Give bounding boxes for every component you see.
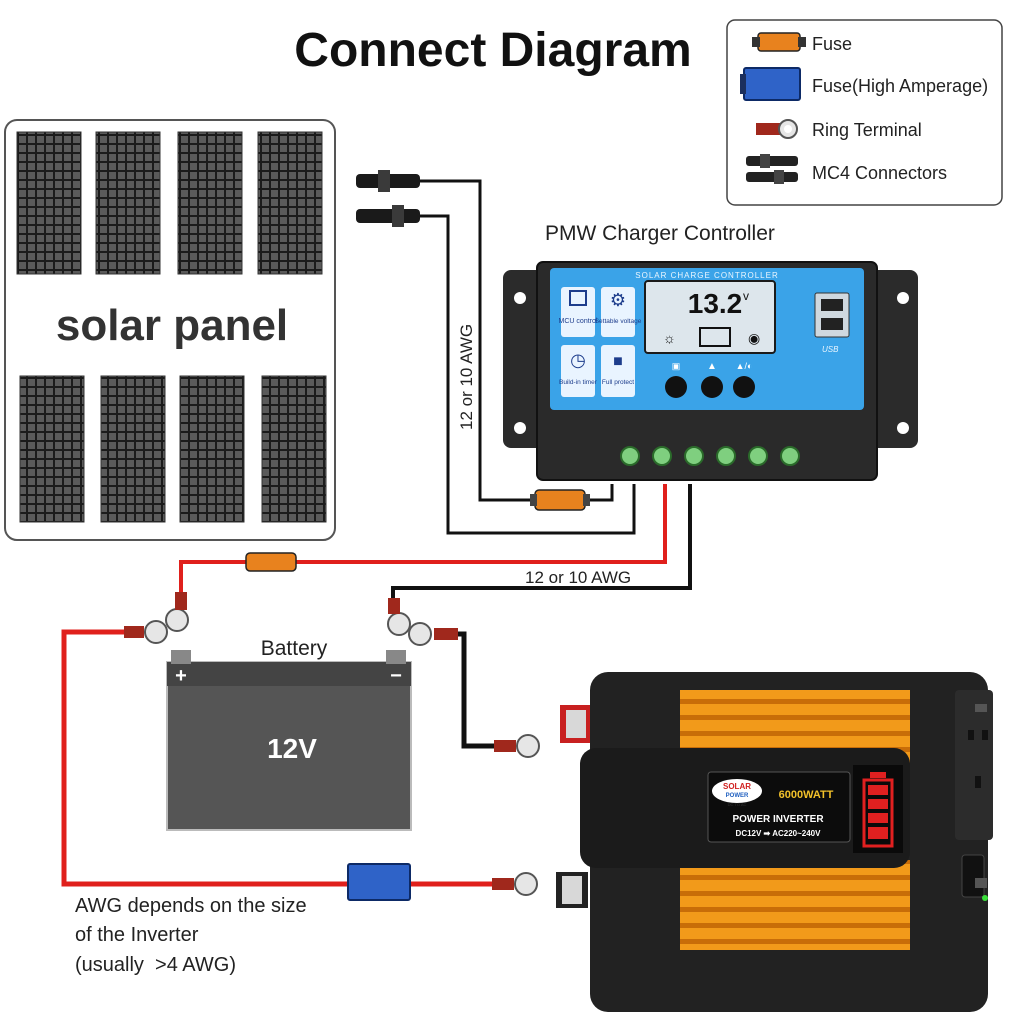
battery-voltage: 12V [267,733,317,764]
gear-icon: ⚙ [610,290,626,310]
feature-timer-label: Build-in timer [559,379,598,386]
feature-icons: ⚙ ◷ ■ MCU control Settable voltage Build… [559,287,642,397]
down-indicator-icon: ▲/◐ [736,361,753,371]
bulb-icon: ◉ [748,330,760,346]
usb-ports: USB [814,292,850,354]
panel-cells-top [16,131,323,275]
charge-controller: PMW Charger Controller SOLAR CHARGE CONT… [503,222,918,481]
legend-fuse-label: Fuse [812,34,852,54]
power-switch[interactable] [961,854,985,898]
inverter-spec: DC12V ➡ AC220~240V [736,829,822,838]
note-line-3: (usually >4 AWG) [75,954,236,976]
battery-label: Battery [261,637,328,660]
legend: Fuse Fuse(High Amperage) Ring Terminal M… [726,19,1003,206]
lcd-unit: v [743,289,749,303]
inverter-name: POWER INVERTER [732,814,824,825]
high-amperage-fuse [347,863,411,901]
inverter-brand-line2: POWER [726,793,749,799]
legend-high-fuse-label: Fuse(High Amperage) [812,76,988,96]
panel-fuse [530,489,590,511]
clock-icon: ◷ [570,350,586,370]
battery-line-fuse [245,552,297,572]
feature-protect-label: Full protect [602,379,634,386]
inverter-brand-line1: SOLAR [723,782,751,791]
inverter-wattage: 6000WATT [779,789,834,801]
controller-terminals [620,446,800,466]
fuse-icon [752,32,806,52]
usb-label: USB [822,345,839,354]
power-inverter: SOLAR POWER DC TO AC 6000WATT POWER INVE… [556,672,993,1012]
inverter-battery-indicator [853,765,903,853]
lcd-voltage: 13.2 [688,288,743,319]
battery-negative-symbol: − [390,665,402,687]
battery-level-icon [699,327,731,347]
inverter-power-switch [961,854,988,901]
sun-icon: ☼ [663,330,676,346]
menu-button[interactable] [665,376,687,398]
ring-terminals [124,592,540,896]
solar-panel: solar panel [4,119,336,541]
controller-header: SOLAR CHARGE CONTROLLER [635,271,778,280]
inverter-brand-line3: DC TO AC [728,802,747,807]
panel-controller-wires: 12 or 10 AWG [356,170,636,535]
inverter-label-plate: SOLAR POWER DC TO AC 6000WATT POWER INVE… [707,771,851,843]
mc4-connector-top [356,170,420,192]
down-button[interactable] [733,376,755,398]
diagram-title: Connect Diagram [294,24,691,77]
ring-terminal-icon [756,119,798,139]
feature-mcu-label: MCU control [559,318,598,325]
note-line-1: AWG depends on the size [75,895,307,917]
controller-title: PMW Charger Controller [545,222,775,245]
high-amperage-fuse-icon [740,67,801,101]
mc4-connector-icon [746,154,798,184]
inverter-ac-outlet [955,690,993,840]
battery: Battery + − 12V [166,637,412,831]
legend-ring-terminal-label: Ring Terminal [812,120,922,140]
up-indicator-icon: ▲ [707,361,717,372]
panel-cells-bottom [19,375,327,523]
control-buttons: ▣ ▲ ▲/◐ [665,361,755,398]
legend-mc4-label: MC4 Connectors [812,163,947,183]
battery-inverter-wires [61,592,540,901]
solar-panel-label: solar panel [56,301,288,350]
mcu-chip-icon [569,290,587,306]
note-line-2: of the Inverter [75,924,199,946]
menu-indicator-icon: ▣ [672,361,681,371]
battery-positive-symbol: + [175,665,187,687]
lock-icon: ■ [613,353,623,370]
mc4-connector-bottom [356,205,420,227]
up-button[interactable] [701,376,723,398]
lcd-display: 13.2 v ☼ ◉ [644,280,776,354]
panel-wire-gauge-label: 12 or 10 AWG [457,324,476,430]
feature-voltage-label: Settable voltage [595,318,642,325]
battery-wire-gauge-label: 12 or 10 AWG [525,568,631,587]
awg-note: AWG depends on the size of the Inverter … [75,895,307,976]
